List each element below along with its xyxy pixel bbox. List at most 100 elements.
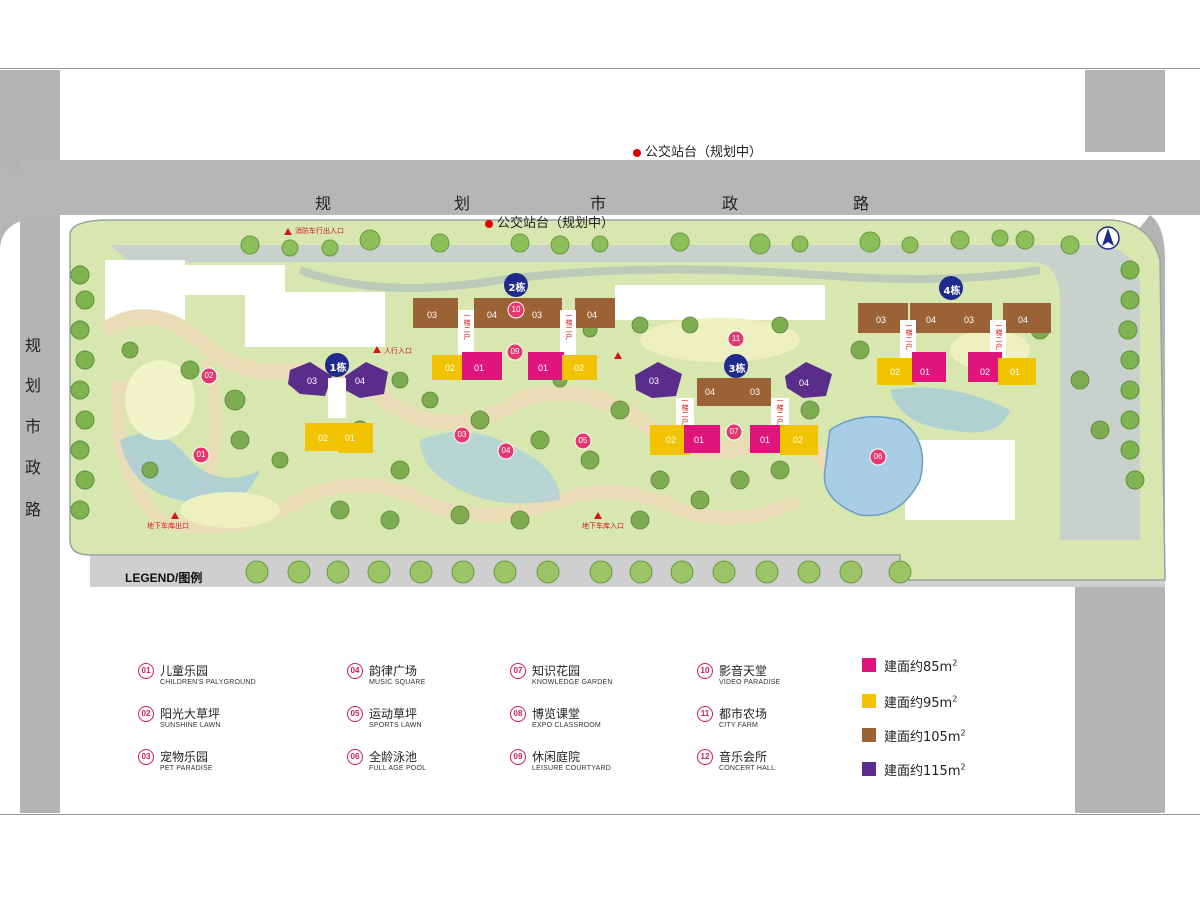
tower-label: 4栋: [943, 286, 961, 297]
bus-stop-label: 公交站台（规划中）: [633, 141, 762, 160]
svg-text:02: 02: [890, 367, 900, 377]
svg-text:04: 04: [926, 315, 936, 325]
staircase-label: 一梯二户: [995, 322, 1003, 350]
legend-zh: 阳光大草坪: [160, 707, 221, 721]
tower-3: [635, 362, 832, 455]
legend-number: 02: [138, 706, 154, 722]
svg-text:04: 04: [705, 387, 715, 397]
legend-number: 11: [697, 706, 713, 722]
tower-badges: [325, 273, 963, 378]
poi-number: 11: [731, 334, 741, 343]
legend-number: 09: [510, 749, 526, 765]
area-label: 建面约115m2: [884, 762, 966, 779]
legend-zh: 韵律广场: [369, 664, 418, 678]
entrance-label: 地下车库入口: [582, 522, 624, 530]
legend-zh: 博览课堂: [532, 707, 581, 721]
svg-text:01: 01: [474, 363, 484, 373]
legend-en: PET PARADISE: [160, 765, 213, 772]
legend-en: CONCERT HALL: [719, 765, 776, 772]
entrance-label: 地下车库出口: [147, 522, 189, 530]
road-char: 市: [25, 417, 42, 436]
legend-number: 01: [138, 663, 154, 679]
swatch-105: [862, 728, 876, 742]
legend-en: FULL AGE POOL: [369, 765, 427, 772]
legend-number: 10: [697, 663, 713, 679]
tower-4: [858, 303, 1051, 385]
tower-label: 3栋: [728, 364, 746, 375]
svg-text:02: 02: [318, 433, 328, 443]
legend-en: CITY FARM: [719, 722, 759, 729]
staircase-label: 一梯二户: [565, 312, 573, 340]
staircase-label: 一梯二户: [681, 397, 689, 425]
legend-zh: 休闲庭院: [532, 750, 581, 764]
area-label: 建面约95m2: [884, 694, 958, 711]
poi-number: 01: [196, 450, 206, 459]
legend-en: LEISURE COURTYARD: [532, 765, 611, 772]
poi-number: 03: [457, 430, 467, 439]
poi-number: 09: [510, 347, 520, 356]
poi-number: 07: [729, 427, 739, 436]
road-char: 政: [722, 194, 739, 213]
svg-text:01: 01: [538, 363, 548, 373]
bus-stop-icon: [633, 148, 641, 157]
legend-number: 04: [347, 663, 363, 679]
poi-number: 02: [204, 371, 214, 380]
legend-zh: 知识花园: [532, 664, 581, 678]
bus-stop-label: 公交站台（规划中）: [485, 212, 614, 231]
poi-number: 10: [511, 305, 521, 314]
entrance-label: 人行入口: [384, 347, 412, 355]
svg-text:04: 04: [487, 310, 497, 320]
svg-text:04: 04: [1018, 315, 1028, 325]
svg-text:03: 03: [964, 315, 974, 325]
svg-text:02: 02: [445, 363, 455, 373]
north-arrow-icon: [1096, 226, 1120, 250]
svg-text:03: 03: [532, 310, 542, 320]
legend-number: 07: [510, 663, 526, 679]
svg-text:03: 03: [750, 387, 760, 397]
legend-zh: 全龄泳池: [369, 750, 418, 764]
svg-text:03: 03: [307, 376, 317, 386]
roads: [0, 70, 1200, 813]
svg-text:01: 01: [1010, 367, 1020, 377]
bus-stop-text: 公交站台（规划中）: [497, 216, 615, 231]
bus-stop-icon: [485, 219, 493, 228]
road-char: 市: [590, 194, 607, 213]
staircase-label: 一梯二户: [463, 312, 471, 340]
road-char: 划: [25, 376, 42, 395]
area-label: 建面约85m2: [884, 658, 958, 675]
legend-number: 05: [347, 706, 363, 722]
svg-text:03: 03: [427, 310, 437, 320]
road-char: 规: [315, 194, 332, 213]
poi-number: 05: [578, 436, 588, 445]
legend-en: CHILDREN'S PALYGROUND: [160, 679, 256, 686]
staircase-label: 一梯二户: [905, 322, 913, 350]
legend-en: MUSIC SQUARE: [369, 679, 426, 686]
legend-title: LEGEND/图例: [125, 571, 203, 585]
road-char: 规: [25, 336, 42, 355]
legend-zh: 儿童乐园: [160, 664, 209, 678]
tower-1: [288, 362, 388, 453]
road-char: 划: [454, 194, 471, 213]
tower-label: 1栋: [329, 363, 347, 374]
legend-number: 06: [347, 749, 363, 765]
poi-number: 04: [501, 446, 511, 455]
svg-text:01: 01: [345, 433, 355, 443]
legend-en: SUNSHINE LAWN: [160, 722, 221, 729]
swatch-95: [862, 694, 876, 708]
svg-text:03: 03: [876, 315, 886, 325]
svg-text:04: 04: [355, 376, 365, 386]
legend-number: 12: [697, 749, 713, 765]
entrance-markers: [171, 228, 622, 519]
legend-zh: 运动草坪: [369, 707, 418, 721]
area-label: 建面约105m2: [884, 728, 966, 745]
svg-text:01: 01: [694, 435, 704, 445]
staircase-label: 一梯二户: [776, 397, 784, 425]
svg-text:04: 04: [587, 310, 597, 320]
tower-2: [413, 298, 615, 380]
bus-stop-text: 公交站台（规划中）: [645, 145, 763, 160]
tower-label: 2栋: [508, 283, 526, 294]
legend-zh: 宠物乐园: [160, 750, 209, 764]
svg-text:04: 04: [799, 378, 809, 388]
entrance-label: 消防车行出入口: [295, 227, 344, 235]
